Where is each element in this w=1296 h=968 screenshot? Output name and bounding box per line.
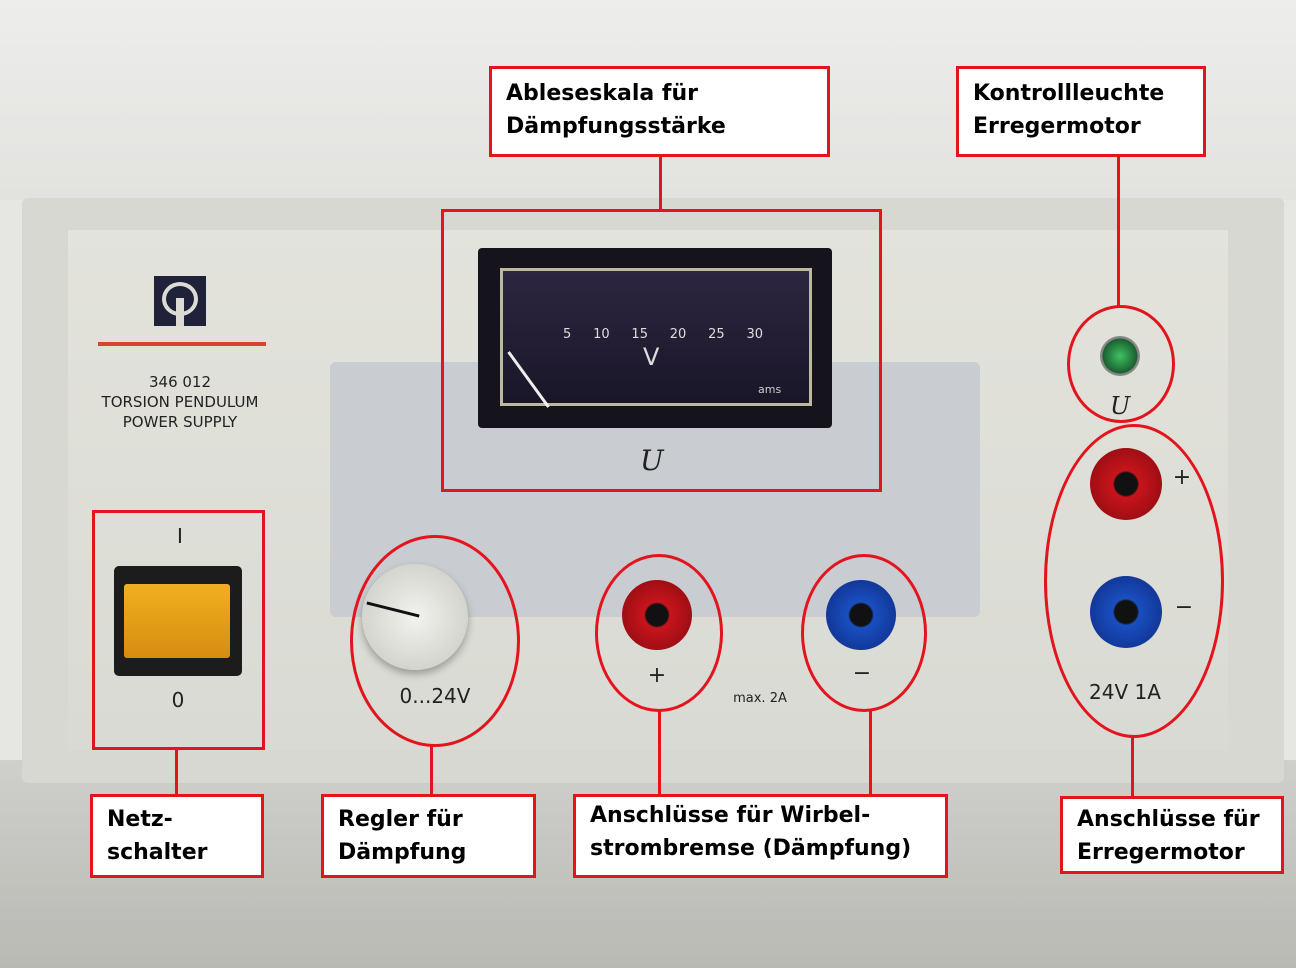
red-divider [98, 342, 266, 346]
led-highlight [1067, 305, 1175, 423]
annotation-switch: Netz-schalter [90, 794, 264, 878]
brake-minus-highlight [801, 554, 927, 712]
device-name-2: POWER SUPPLY [122, 413, 238, 431]
power-switch[interactable] [114, 566, 242, 676]
motor-jacks-highlight [1044, 424, 1224, 738]
scale-tick: 25 [708, 327, 725, 342]
annotation-text: Dämpfung [338, 840, 467, 865]
annotation-text: Regler für [338, 807, 463, 832]
connector-line [1117, 155, 1120, 306]
connector-line [659, 155, 662, 210]
logo-icon [154, 276, 206, 326]
annotation-text: Erregermotor [973, 114, 1141, 139]
annotation-text: Erregermotor [1077, 840, 1245, 865]
device-name-1: TORSION PENDULUM [101, 393, 259, 411]
max-current-label: max. 2A [733, 691, 787, 706]
annotation-text: Dämpfungsstärke [506, 114, 726, 139]
annotation-text: strombremse (Dämpfung) [590, 836, 912, 861]
switch-on-label: I [177, 524, 183, 548]
connector-line [1131, 736, 1134, 798]
annotation-text: Anschlüsse für [1077, 807, 1260, 832]
meter-scale: 5 10 15 20 25 30 V ams [500, 268, 812, 408]
annotation-text: schalter [107, 840, 208, 865]
scale-tick: 20 [669, 327, 687, 342]
connector-line [430, 746, 433, 796]
connector-line [658, 711, 661, 796]
brake-plus-highlight [595, 554, 723, 712]
annotation-text: Netz- [107, 807, 173, 832]
scale-tick: 30 [746, 327, 763, 342]
meter-brand: ams [758, 383, 782, 396]
meter-highlight [441, 209, 882, 492]
scale-tick: 5 [563, 327, 572, 342]
switch-off-label: 0 [171, 688, 185, 712]
scale-tick: 10 [593, 327, 610, 342]
meter-unit: V [643, 343, 660, 371]
annotation-text: Ableseskala für [506, 81, 698, 106]
connector-line [869, 711, 872, 796]
model-number: 346 012 [148, 373, 212, 391]
annotation-text: Kontrollleuchte [973, 81, 1165, 106]
connector-line [175, 749, 178, 796]
annotation-text: Anschlüsse für Wirbel- [590, 803, 871, 828]
scale-tick: 15 [631, 327, 648, 342]
meter-label: U [640, 444, 664, 477]
annotation-brake: Anschlüsse für Wirbel-strombremse (Dämpf… [573, 794, 948, 878]
knob-highlight [350, 535, 520, 747]
switch-highlight [92, 510, 265, 750]
